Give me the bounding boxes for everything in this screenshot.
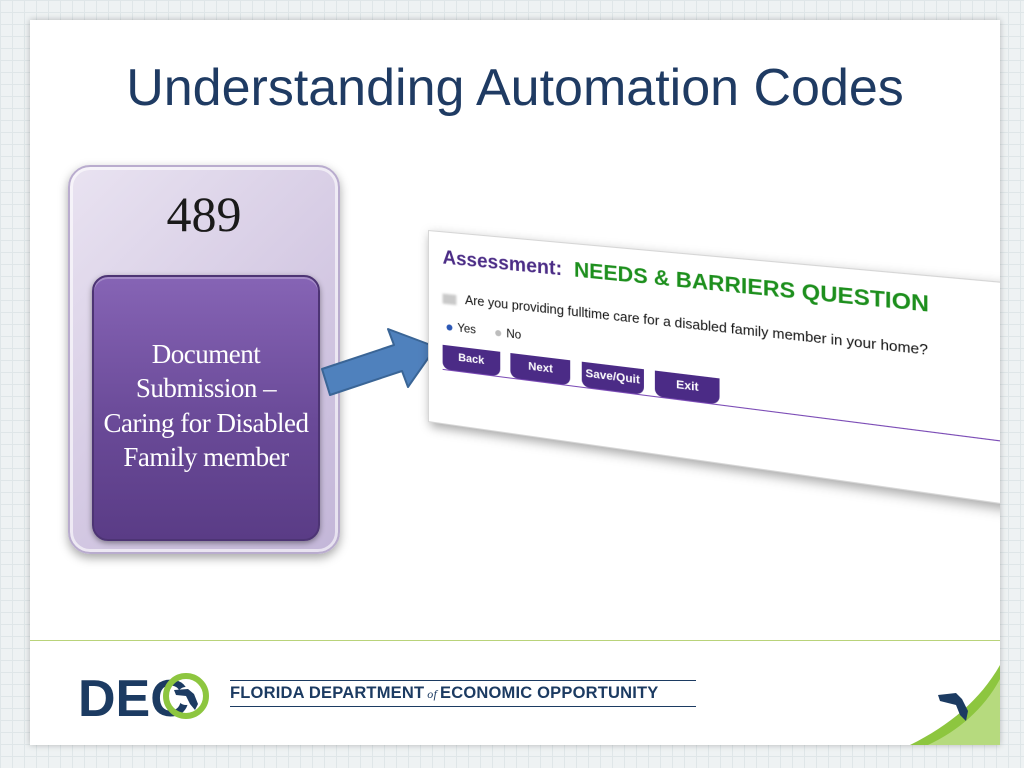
- automation-code-card: 489 Document Submission – Caring for Dis…: [68, 165, 340, 554]
- slide: Understanding Automation Codes 489 Docum…: [30, 20, 1000, 745]
- option-label: No: [506, 327, 522, 343]
- code-description-box: Document Submission – Caring for Disable…: [92, 275, 320, 541]
- footer-divider: [30, 640, 1000, 641]
- code-number: 489: [166, 186, 242, 242]
- assessment-title: NEEDS & BARRIERS QUESTION: [573, 258, 930, 318]
- assessment-label: Assessment:: [442, 247, 563, 281]
- deo-logo: DEO: [78, 670, 209, 728]
- code-description-line: Family member: [123, 441, 289, 472]
- option-label: Yes: [457, 322, 476, 337]
- department-name-part: FLORIDA DEPARTMENT: [230, 684, 425, 702]
- florida-map-icon: [938, 693, 968, 721]
- code-description-line: Document: [151, 339, 261, 369]
- footer-rule-bottom: [230, 706, 696, 707]
- department-name-of: of: [427, 687, 437, 701]
- assessment-screenshot: Assessment: NEEDS & BARRIERS QUESTION Ar…: [428, 230, 1000, 511]
- corner-decoration: [910, 665, 1000, 745]
- code-description-line: Submission –: [135, 373, 277, 404]
- option-no[interactable]: No: [495, 327, 521, 342]
- option-yes[interactable]: Yes: [446, 321, 476, 337]
- answer-options: Yes No: [446, 321, 538, 344]
- radio-unselected-icon: [495, 329, 502, 337]
- next-button[interactable]: Next: [510, 353, 571, 386]
- right-arrow-icon: [321, 328, 437, 396]
- code-description-line: Caring for Disabled: [103, 407, 309, 438]
- footer-rule-top: [230, 680, 696, 681]
- code-description: Document Submission – Caring for Disable…: [102, 337, 310, 474]
- slide-title: Understanding Automation Codes: [126, 59, 904, 117]
- question-number-redacted: [442, 293, 457, 305]
- department-name-part: ECONOMIC OPPORTUNITY: [440, 684, 659, 702]
- radio-selected-icon: [446, 324, 453, 331]
- back-button[interactable]: Back: [442, 344, 501, 377]
